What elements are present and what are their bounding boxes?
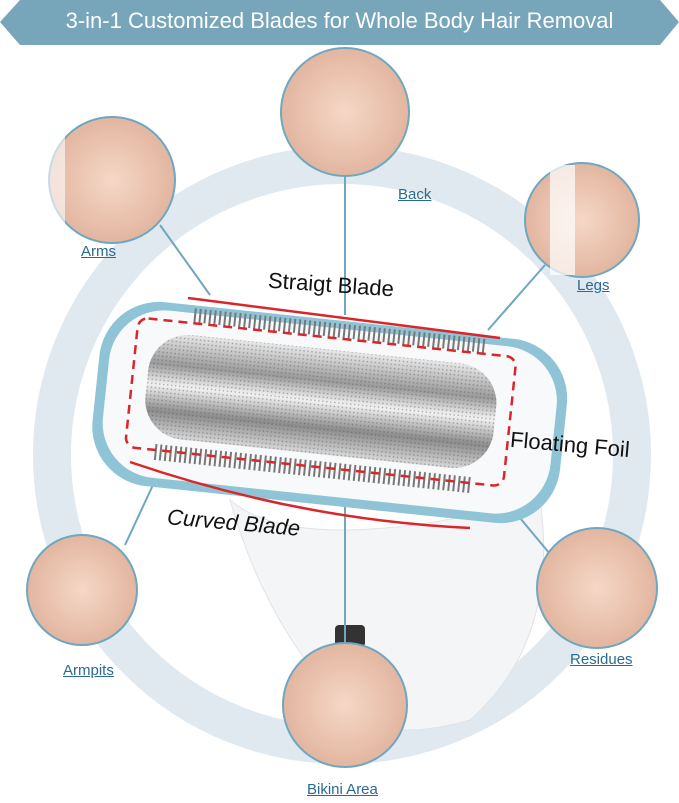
callout-legs[interactable]: Legs [577, 277, 610, 294]
arms-photo [48, 116, 176, 244]
callout-bikini[interactable]: Bikini Area [307, 781, 378, 798]
bikini-photo [282, 642, 408, 768]
residues-photo [536, 527, 658, 649]
banner-title: 3-in-1 Customized Blades for Whole Body … [65, 8, 614, 33]
legs-photo [524, 162, 640, 278]
callout-arms[interactable]: Arms [81, 243, 116, 260]
callout-armpits[interactable]: Armpits [63, 662, 114, 679]
title-banner [0, 0, 679, 45]
armpits-photo [26, 534, 138, 646]
callout-back[interactable]: Back [398, 186, 432, 203]
back-photo [280, 47, 410, 177]
callout-residues[interactable]: Residues [570, 651, 633, 668]
shaver-handle [229, 498, 545, 731]
shaver-head [92, 301, 568, 524]
